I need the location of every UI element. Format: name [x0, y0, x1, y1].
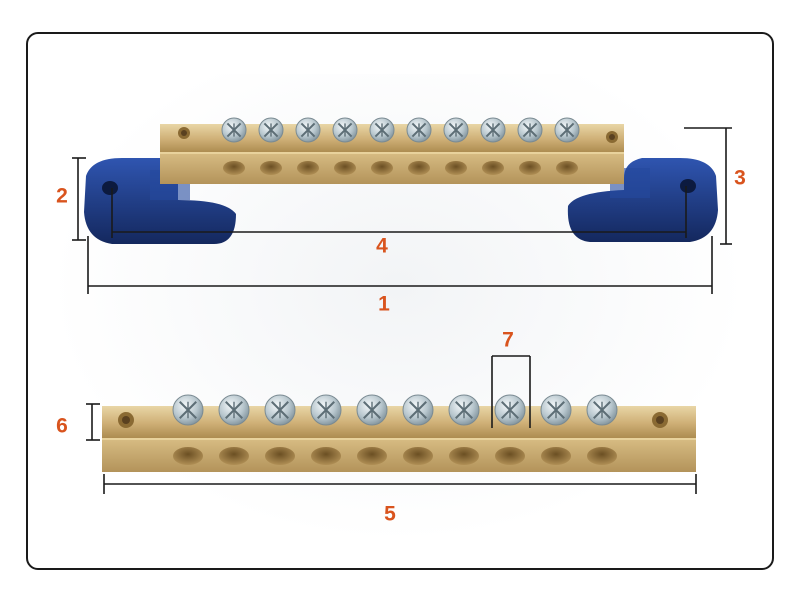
- screw-icon: [356, 394, 388, 426]
- screw-icon: [517, 117, 543, 143]
- terminal-hole: [357, 447, 387, 465]
- screw-icon: [172, 394, 204, 426]
- dimension-line-7: [491, 355, 531, 428]
- screw-icon: [494, 394, 526, 426]
- terminal-hole: [445, 161, 467, 175]
- screw-icon: [540, 394, 572, 426]
- screw-icon: [218, 394, 250, 426]
- dimension-label-3: 3: [734, 166, 746, 190]
- terminal-hole: [297, 161, 319, 175]
- dimension-line-1: [87, 236, 713, 294]
- terminal-hole: [556, 161, 578, 175]
- screw-icon: [406, 117, 432, 143]
- terminal-hole: [334, 161, 356, 175]
- dimension-label-6: 6: [56, 414, 68, 438]
- dimension-label-7: 7: [502, 328, 514, 352]
- top-bus-bar-assembly: [84, 117, 718, 244]
- terminal-hole: [260, 161, 282, 175]
- screw-icon: [443, 117, 469, 143]
- dimension-line-3: [684, 127, 732, 245]
- terminal-hole: [408, 161, 430, 175]
- top-brass-bar: [160, 117, 624, 184]
- screw-icon: [586, 394, 618, 426]
- dimension-line-4: [111, 186, 687, 238]
- screw-icon: [310, 394, 342, 426]
- terminal-hole: [587, 447, 617, 465]
- terminal-hole: [173, 447, 203, 465]
- terminal-hole: [219, 447, 249, 465]
- dimension-label-1: 1: [378, 292, 390, 316]
- dimension-line-2: [72, 157, 86, 241]
- terminal-hole: [495, 447, 525, 465]
- screw-icon: [258, 117, 284, 143]
- terminal-hole: [371, 161, 393, 175]
- dimension-label-4: 4: [376, 234, 388, 258]
- terminal-hole: [403, 447, 433, 465]
- terminal-hole: [519, 161, 541, 175]
- screw-icon: [480, 117, 506, 143]
- screw-icon: [369, 117, 395, 143]
- screw-icon: [332, 117, 358, 143]
- terminal-hole: [541, 447, 571, 465]
- dimension-line-5: [103, 474, 697, 494]
- terminal-hole: [311, 447, 341, 465]
- dimension-label-5: 5: [384, 502, 396, 526]
- terminal-hole: [449, 447, 479, 465]
- terminal-hole: [265, 447, 295, 465]
- screw-icon: [554, 117, 580, 143]
- screw-icon: [295, 117, 321, 143]
- screw-icon: [221, 117, 247, 143]
- screw-icon: [264, 394, 296, 426]
- terminal-hole: [482, 161, 504, 175]
- screw-icon: [448, 394, 480, 426]
- dimension-line-6: [86, 403, 100, 441]
- terminal-hole: [223, 161, 245, 175]
- screw-icon: [402, 394, 434, 426]
- bottom-bus-bar: [102, 394, 696, 472]
- dimension-label-2: 2: [56, 184, 68, 208]
